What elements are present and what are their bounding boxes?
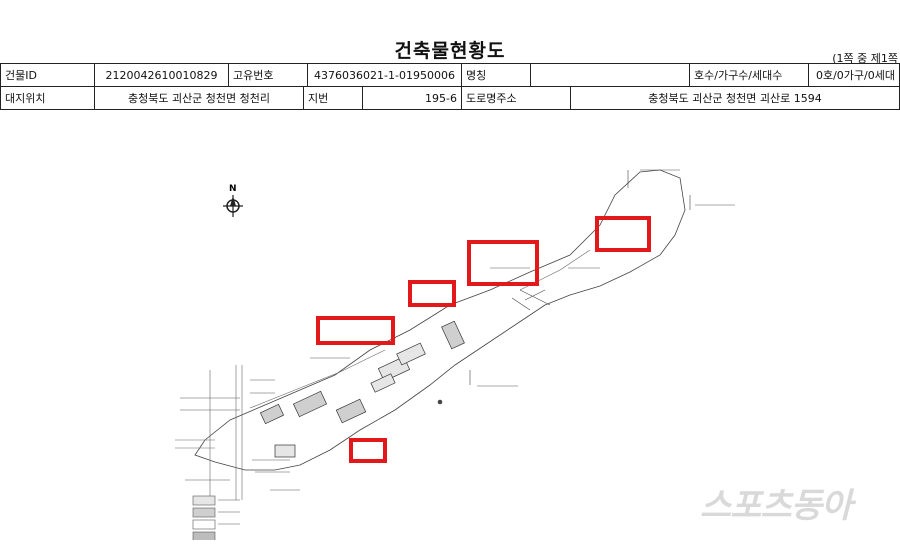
page-indicator: (1쪽 중 제1쪽 [832,52,898,65]
name-label: 명칭 [461,63,531,87]
redaction-box [408,280,456,307]
unique-no-label: 고유번호 [228,63,308,87]
lot-label: 지번 [303,86,363,110]
site-markers [437,170,691,405]
svg-text:N: N [229,184,237,194]
leader-lines [180,169,735,491]
road-lines [175,365,243,500]
road-address-value: 충청북도 괴산군 청천면 괴산로 1594 [570,86,900,110]
unique-no-value: 4376036021-1-01950006 [307,63,462,87]
building-id-value: 2120042610010829 [94,63,229,87]
name-value [530,63,690,87]
redaction-box [595,216,651,252]
units-label: 호수/가구수/세대수 [689,63,809,87]
lot-value: 195-6 [362,86,462,110]
buildings [259,320,465,458]
page-title: 건축물현황도 [394,40,506,62]
north-arrow-icon: N [223,184,243,217]
redaction-box [467,240,539,286]
building-info-table: 건물ID 2120042610010829 고유번호 4376036021-1-… [0,63,900,87]
units-value: 0호/0가구/0세대 [808,63,900,87]
info-row-1: 건물ID 2120042610010829 고유번호 4376036021-1-… [0,63,900,87]
redaction-box [349,438,387,463]
location-value: 충청북도 괴산군 청천면 청천리 [94,86,304,110]
site-plan-drawing: N [175,169,735,540]
info-row-2: 대지위치 충청북도 괴산군 청천면 청천리 지번 195-6 도로명주소 충청북… [0,86,900,110]
site-boundary [194,169,686,471]
road-address-label: 도로명주소 [461,86,571,110]
building-info-table-row2: 대지위치 충청북도 괴산군 청천면 청천리 지번 195-6 도로명주소 충청북… [0,86,900,110]
location-label: 대지위치 [0,86,95,110]
building-id-label: 건물ID [0,63,95,87]
watermark-logo: 스포츠동아 [700,486,852,526]
redaction-box [316,316,395,345]
legend [192,495,240,540]
